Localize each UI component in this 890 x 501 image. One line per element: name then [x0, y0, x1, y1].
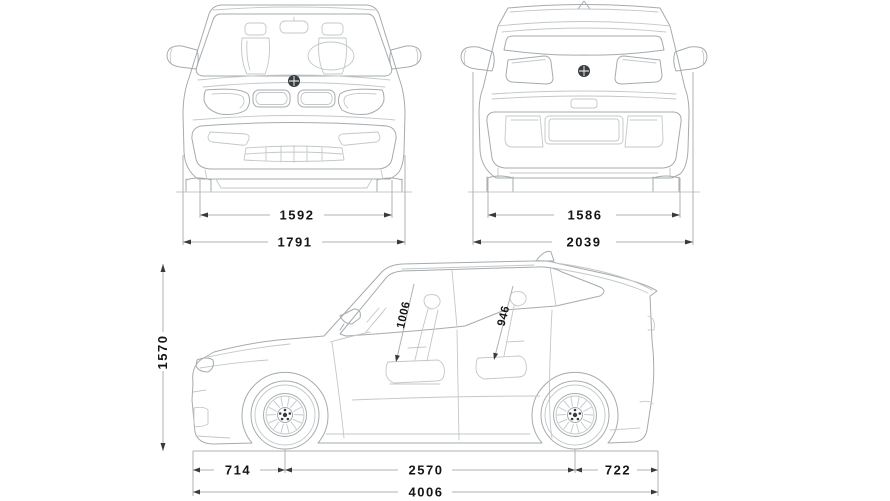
kidney-grille-left	[252, 89, 291, 108]
door-handles	[407, 340, 525, 349]
license-recess	[544, 115, 624, 145]
rear-bumper	[486, 111, 682, 169]
rear-vent-right	[624, 115, 664, 148]
steering-wheel	[307, 41, 355, 71]
lower-grille	[243, 145, 345, 163]
headlight-right	[337, 88, 385, 115]
side-body	[191, 250, 658, 445]
front-wheel	[250, 380, 320, 450]
dim-rear-overhang: 722	[605, 463, 631, 478]
antenna-fin-side	[535, 250, 555, 262]
side-view: 1006 946 1570 714 2570 722	[155, 250, 659, 500]
front-windshield	[195, 13, 393, 77]
fog-slot-left	[207, 131, 250, 146]
dim-interior-front: 1006	[395, 300, 413, 330]
steering-column	[329, 307, 387, 343]
mirror-right	[389, 45, 422, 70]
interior-mirror	[279, 20, 309, 34]
side-interior	[329, 291, 541, 401]
fog-slot-right	[338, 131, 381, 146]
mirror-right-rear-view	[673, 46, 708, 72]
rear-window	[503, 35, 665, 56]
rear-seat-cushion	[475, 355, 527, 380]
side-glass	[339, 266, 605, 337]
dim-front-width: 1791	[278, 235, 313, 250]
rear-view: 1586 2039	[460, 0, 708, 250]
rear-vent-left	[504, 115, 544, 148]
front-bumper	[191, 122, 397, 170]
rear-body	[478, 0, 690, 179]
dim-overall-length: 4006	[409, 485, 444, 500]
mirror-left	[166, 45, 199, 70]
taillight-right	[614, 55, 663, 85]
front-view: 1592 1791	[166, 4, 422, 250]
front-interior	[241, 16, 355, 75]
front-wheels	[175, 177, 413, 193]
rear-wheels	[467, 175, 701, 193]
headlight-side	[195, 357, 214, 373]
kidney-grille-right	[297, 89, 336, 108]
front-seat-cushion	[385, 359, 445, 384]
rear-spoiler	[552, 262, 653, 294]
door-cuts	[331, 309, 553, 441]
dim-interior-rear: 946	[496, 305, 513, 328]
front-bumper-side	[192, 389, 231, 439]
front-dimensions: 1592 1791	[182, 155, 406, 250]
rear-lamps	[505, 55, 663, 85]
tailgate-handle	[570, 98, 598, 109]
dim-rear-track: 1586	[568, 208, 603, 223]
rear-wheel	[540, 380, 610, 450]
front-mirrors	[166, 45, 422, 70]
front-face	[191, 74, 397, 189]
headlight-left	[203, 88, 251, 115]
dim-front-overhang: 714	[225, 463, 251, 478]
mirror-left-rear-view	[460, 46, 495, 72]
rear-dimensions: 1586 2039	[472, 72, 694, 250]
dim-rear-width: 2039	[567, 235, 602, 250]
right-headrest	[321, 22, 344, 36]
rear-tailgate	[486, 90, 682, 179]
front-seat-back	[414, 294, 441, 362]
height-dimension: 1570	[155, 264, 170, 451]
taillight-left	[505, 55, 554, 85]
left-headrest	[244, 22, 267, 36]
taillight-side	[639, 315, 655, 405]
dim-height: 1570	[155, 335, 170, 370]
dim-wheelbase: 2570	[409, 463, 444, 478]
rear-mirrors	[460, 46, 708, 72]
mirror-side-view	[339, 308, 361, 331]
dim-front-track: 1592	[280, 208, 315, 223]
length-dimensions: 714 2570 722 4006	[192, 449, 659, 500]
